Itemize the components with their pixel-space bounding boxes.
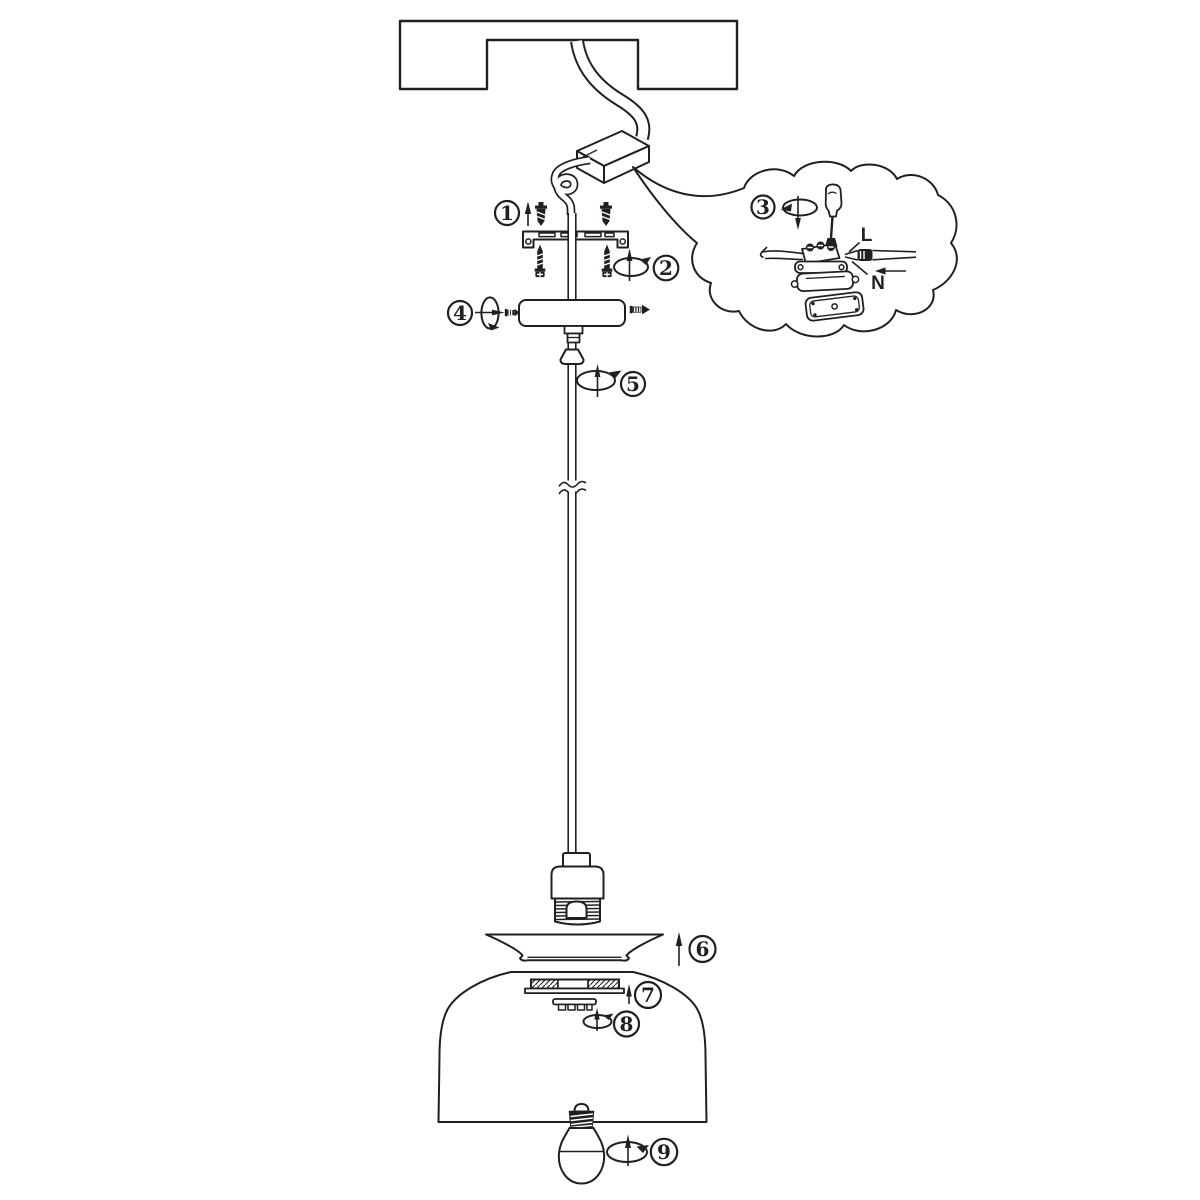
incoming-wire — [844, 249, 917, 261]
step-1: 1 — [493, 199, 612, 227]
step-6: 6 — [675, 932, 717, 966]
step-5-badge — [619, 370, 647, 398]
rotate-sideways-icon — [475, 296, 505, 331]
wall-anchor-icon — [600, 202, 612, 226]
step-4: 4 — [446, 296, 650, 331]
bracket-slot — [538, 232, 556, 238]
light-bulb — [557, 1103, 606, 1185]
step-5: 5 — [576, 364, 647, 398]
junction-box-lid — [804, 291, 865, 322]
label-l-leader — [848, 241, 861, 253]
step-6-number: 6 — [696, 937, 710, 961]
wiring-detail-callout: 3 — [632, 160, 958, 338]
wall-anchor-icon — [535, 202, 547, 226]
rotate-down-icon — [780, 196, 818, 230]
step-8-number: 8 — [620, 1012, 634, 1036]
label-n-leader — [851, 260, 869, 276]
up-arrow-icon — [524, 201, 532, 226]
step-7: 7 — [626, 980, 663, 1010]
suspension-cable-lower — [558, 365, 587, 853]
shade-fitter-ring — [524, 978, 625, 994]
bracket-screw-icon — [601, 244, 613, 278]
terminal-block — [759, 241, 848, 274]
mains-supply-cable — [570, 39, 651, 140]
step-1-badge — [493, 199, 521, 227]
rotate-up-icon — [606, 1134, 649, 1166]
ceiling-canopy — [518, 299, 626, 327]
step-2-badge — [652, 254, 680, 282]
neutral-wire-label: N — [871, 273, 885, 294]
threaded-nipple — [563, 325, 584, 344]
junction-box-base — [790, 270, 860, 293]
rotate-up-icon — [576, 364, 622, 397]
step-5-number: 5 — [626, 372, 640, 396]
step-4-number: 4 — [453, 301, 467, 325]
dome-shade — [437, 971, 708, 1123]
step-2-number: 2 — [659, 256, 673, 280]
step-6-badge — [688, 934, 717, 964]
insert-left-arrow-icon — [875, 267, 906, 275]
rotate-up-icon — [582, 1008, 614, 1031]
bracket-slot — [604, 232, 615, 238]
cord-grip — [559, 348, 585, 365]
cord-strain-relief-knot — [550, 155, 591, 215]
up-arrow-icon — [626, 984, 632, 1004]
step-9-number: 9 — [657, 1140, 671, 1164]
step-3-number: 3 — [756, 195, 770, 219]
live-wire-label: L — [861, 225, 873, 246]
canopy-set-screw-icon — [504, 308, 520, 317]
step-8-badge — [612, 1010, 641, 1038]
bracket-screw-icon — [534, 244, 546, 278]
step-7-number: 7 — [641, 983, 655, 1007]
step-9-badge — [649, 1137, 679, 1167]
socket-thread — [554, 897, 601, 926]
lamp-socket — [550, 852, 605, 926]
step-9: 9 — [606, 1134, 679, 1167]
shade-holder-diffuser — [485, 933, 664, 962]
rotate-up-icon — [613, 248, 651, 281]
ring-nut — [552, 998, 597, 1011]
canopy-set-screw-icon — [629, 304, 650, 315]
step-4-badge — [446, 299, 474, 327]
screwdriver-icon — [824, 183, 843, 247]
step-2: 2 — [613, 248, 680, 282]
bracket-slot — [584, 232, 602, 238]
ceiling-hatched-section — [398, 19, 739, 91]
step-1-number: 1 — [500, 201, 514, 225]
step-3-badge — [750, 194, 776, 220]
step-7-badge — [633, 980, 663, 1010]
step-8: 8 — [582, 1008, 641, 1038]
up-arrow-icon — [675, 932, 683, 966]
